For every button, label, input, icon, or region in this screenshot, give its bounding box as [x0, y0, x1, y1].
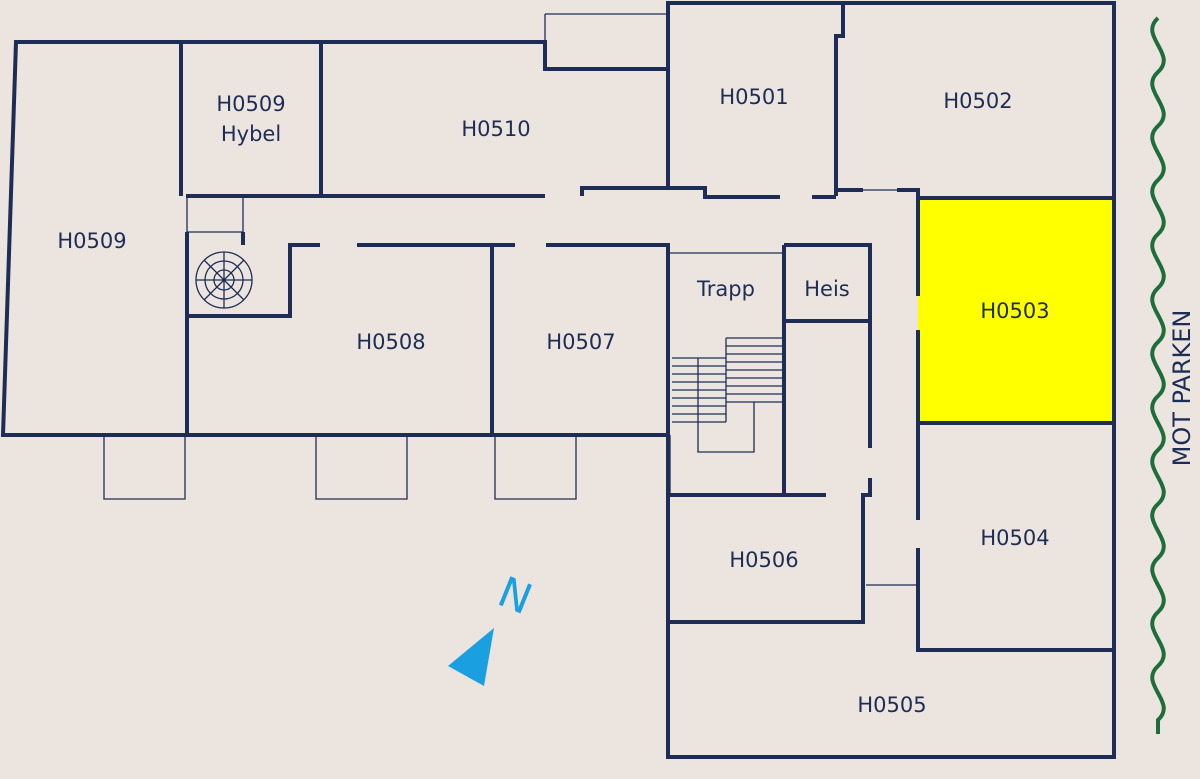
room-h0508-label[interactable]: H0508	[356, 330, 425, 354]
room-h0502-label[interactable]: H0502	[943, 89, 1012, 113]
walls	[0, 1, 1116, 759]
room-h0503-highlight[interactable]	[918, 198, 1114, 423]
ventilation-icon	[195, 251, 253, 309]
room-h0503-label[interactable]: H0503	[980, 299, 1049, 323]
thin-lines	[103, 13, 918, 586]
room-h0509-hybel-sublabel: Hybel	[221, 122, 281, 146]
room-heis-label: Heis	[804, 277, 850, 301]
compass-arrow-icon	[448, 628, 494, 686]
compass-label: N	[491, 567, 538, 624]
park-boundary-line	[1150, 16, 1166, 734]
north-compass: N	[448, 567, 539, 686]
side-label-mot-parken: MOT PARKEN	[1168, 310, 1196, 467]
room-h0506-label[interactable]: H0506	[729, 548, 798, 572]
staircase	[672, 337, 782, 453]
room-h0501-label[interactable]: H0501	[719, 85, 788, 109]
room-h0505-label[interactable]: H0505	[857, 693, 926, 717]
room-labels: H0509 H0509 Hybel H0510 H0501 H0502 H050…	[57, 85, 1049, 717]
room-h0509-hybel-label[interactable]: H0509	[216, 92, 285, 116]
room-trapp-label: Trapp	[696, 277, 755, 301]
room-h0510-label[interactable]: H0510	[461, 117, 530, 141]
room-h0504-label[interactable]: H0504	[980, 526, 1049, 550]
room-h0509-label[interactable]: H0509	[57, 229, 126, 253]
room-h0507-label[interactable]: H0507	[546, 330, 615, 354]
